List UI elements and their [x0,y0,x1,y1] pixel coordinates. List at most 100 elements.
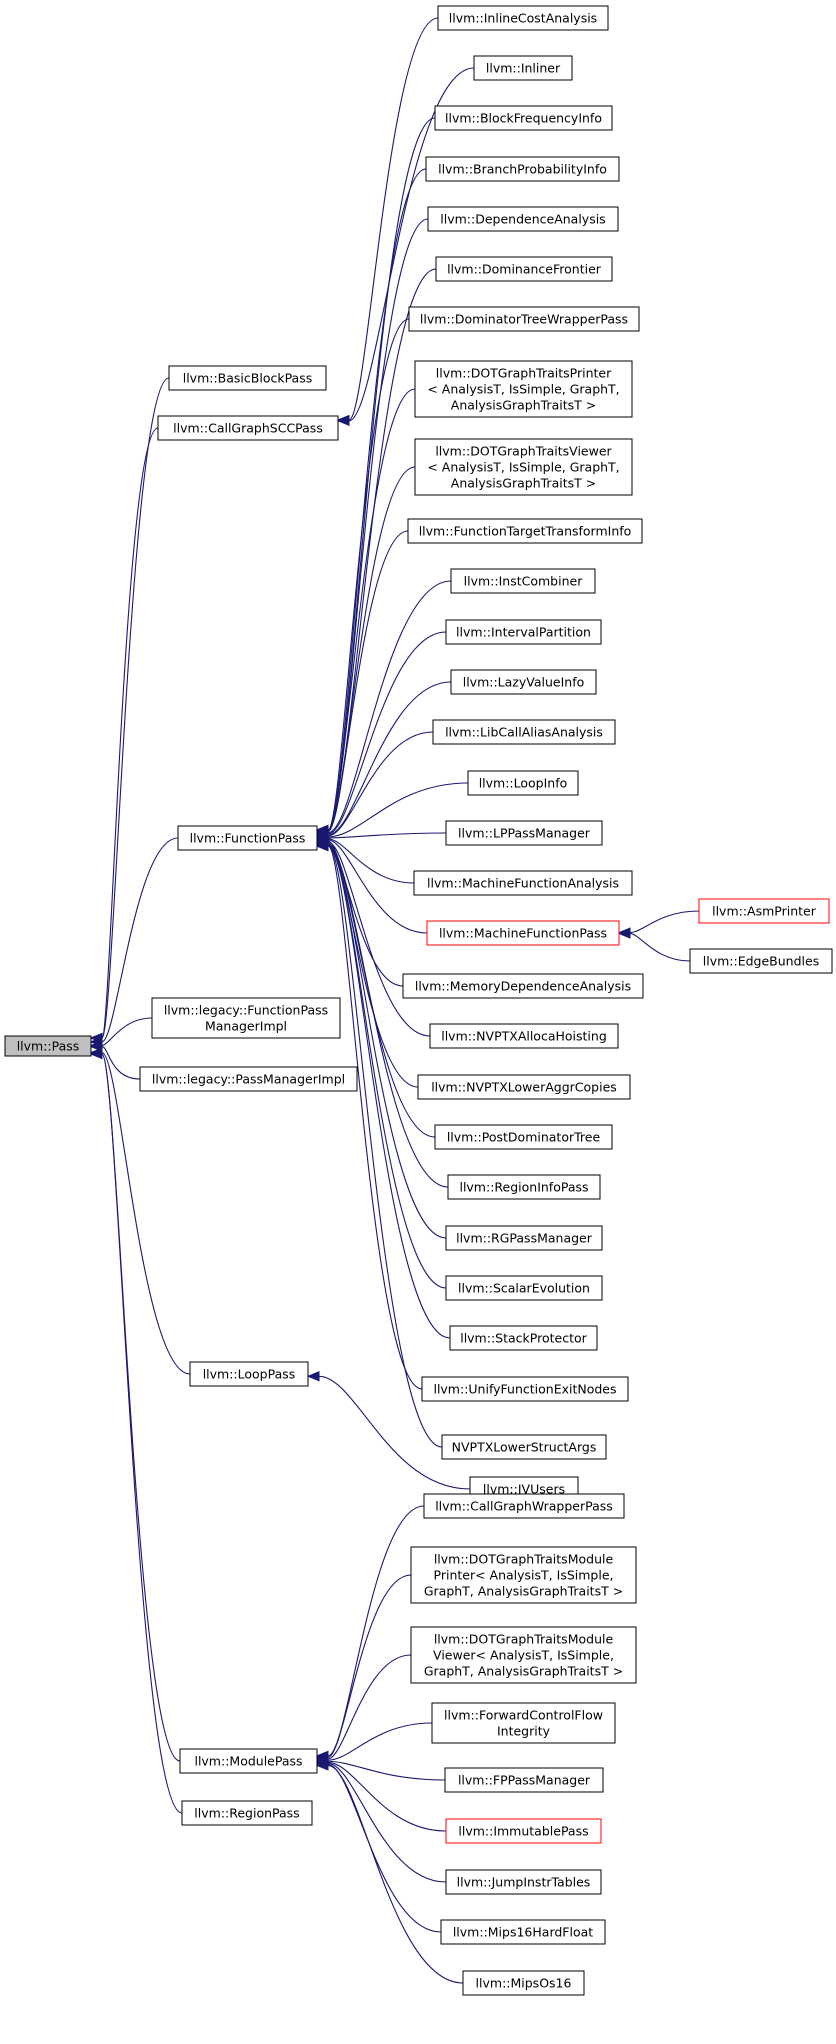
class-node-box [139,1066,358,1092]
class-node-label: llvm::JumpInstrTables [457,1875,591,1890]
inheritance-edge-fppm-to-modulepass [327,1760,446,1781]
inheritance-edge-legacy_pmi-to-pass [101,1046,141,1080]
class-node-label: llvm::ImmutablePass [458,1824,588,1839]
class-node-cgscc[interactable]: llvm::CallGraphSCCPass [157,415,339,441]
inheritance-edge-fti-to-functionpass [327,530,409,833]
class-node-box [402,973,644,999]
inheritance-edge-asmprinter-to-mfpass [629,910,700,934]
class-node-box [698,898,830,924]
class-node-dotprinter[interactable]: llvm::DOTGraphTraitsPrinter< AnalysisT, … [414,360,633,418]
class-node-intervalpartition[interactable]: llvm::IntervalPartition [445,619,602,645]
class-node-domfrontier[interactable]: llvm::DominanceFrontier [435,256,613,282]
class-node-mips16[interactable]: llvm::Mips16HardFloat [440,1919,606,1945]
class-node-modulepass[interactable]: llvm::ModulePass [179,1748,318,1774]
class-node-box [408,306,640,332]
class-node-box [450,568,596,594]
class-node-box [177,825,318,851]
class-node-stackprot[interactable]: llvm::StackProtector [449,1325,598,1351]
inheritance-edge-domtree-to-functionpass [327,318,410,831]
class-node-postdom[interactable]: llvm::PostDominatorTree [434,1124,613,1150]
class-node-label: llvm::Mips16HardFloat [453,1925,593,1940]
class-node-inlinecost[interactable]: llvm::InlineCostAnalysis [437,5,609,31]
inheritance-edge-inliner-to-cgscc [348,67,475,422]
inheritance-edge-libcallalias-to-functionpass [327,731,434,837]
class-node-looppass[interactable]: llvm::LoopPass [189,1361,309,1387]
class-node-legacy_pmi[interactable]: llvm::legacy::PassManagerImpl [139,1066,358,1092]
inheritance-edge-bpi-to-functionpass [327,168,427,831]
class-node-regionpass[interactable]: llvm::RegionPass [181,1800,313,1826]
inheritance-edge-dotprinter-to-functionpass [327,388,416,831]
class-node-label: llvm::LoopPass [203,1367,296,1382]
class-node-lppm[interactable]: llvm::LPPassManager [445,820,603,846]
class-node-label: < AnalysisT, IsSimple, GraphT, [427,460,619,475]
inheritance-edge-memdep-to-functionpass [327,840,404,987]
class-node-rgpm[interactable]: llvm::RGPassManager [445,1225,603,1251]
class-node-box [450,669,597,695]
class-node-label: llvm::RegionPass [194,1806,299,1821]
class-node-cgwrapper[interactable]: llvm::CallGraphWrapperPass [423,1493,625,1519]
class-node-bpi[interactable]: llvm::BranchProbabilityInfo [425,156,620,182]
class-node-libcallalias[interactable]: llvm::LibCallAliasAnalysis [432,719,616,745]
class-node-label: Printer< AnalysisT, IsSimple, [434,1568,614,1583]
class-node-pass[interactable]: llvm::Pass [4,1035,92,1057]
class-node-label: NVPTXLowerStructArgs [452,1440,597,1455]
class-node-mfpass[interactable]: llvm::MachineFunctionPass [426,920,620,946]
class-node-asmprinter[interactable]: llvm::AsmPrinter [698,898,830,924]
class-node-box [410,1546,637,1604]
class-node-label: llvm::FunctionPass [190,831,306,846]
class-node-unifyexit[interactable]: llvm::UnifyFunctionExitNodes [421,1376,629,1402]
class-node-label: llvm::ScalarEvolution [458,1281,590,1296]
inheritance-edge-inlinecost-to-cgscc [348,17,439,421]
class-node-nvptxalloca[interactable]: llvm::NVPTXAllocaHoisting [429,1023,619,1049]
inheritance-edge-mipsos16-to-modulepass [327,1764,464,1984]
inheritance-edge-basicblock-to-pass [101,377,170,1039]
class-node-lazyvalue[interactable]: llvm::LazyValueInfo [450,669,597,695]
class-node-instcombiner[interactable]: llvm::InstCombiner [450,568,596,594]
class-node-box [462,1970,585,1996]
class-node-regioninfo[interactable]: llvm::RegionInfoPass [447,1174,601,1200]
class-node-memdep[interactable]: llvm::MemoryDependenceAnalysis [402,973,644,999]
class-node-fti[interactable]: llvm::FunctionTargetTransformInfo [407,518,643,544]
class-node-loopinfo[interactable]: llvm::LoopInfo [467,770,579,796]
class-node-fppm[interactable]: llvm::FPPassManager [444,1767,604,1793]
class-node-jumpinstr[interactable]: llvm::JumpInstrTables [445,1869,602,1895]
class-node-label: llvm::EdgeBundles [703,954,819,969]
inheritance-arrowhead [336,415,350,427]
class-node-edgebundles[interactable]: llvm::EdgeBundles [689,948,833,974]
class-node-label: llvm::BranchProbabilityInfo [438,162,607,177]
class-node-label: Viewer< AnalysisT, IsSimple, [433,1648,614,1663]
class-node-nvptxstruct[interactable]: NVPTXLowerStructArgs [441,1434,607,1460]
class-nodes: llvm::Pass llvm::BasicBlockPassllvm::Call… [4,5,833,1996]
class-node-label: GraphT, AnalysisGraphTraitsT > [424,1584,623,1599]
class-node-scev[interactable]: llvm::ScalarEvolution [445,1275,603,1301]
class-node-domtree[interactable]: llvm::DominatorTreeWrapperPass [408,306,640,332]
class-node-box [445,820,603,846]
class-node-mipsos16[interactable]: llvm::MipsOs16 [462,1970,585,1996]
inheritance-edge-cgscc-to-pass [101,427,159,1039]
class-node-label: llvm::PostDominatorTree [447,1130,601,1145]
class-node-label: AnalysisGraphTraitsT > [451,476,596,491]
class-node-basicblock[interactable]: llvm::BasicBlockPass [168,365,327,391]
class-node-bfi[interactable]: llvm::BlockFrequencyInfo [434,105,613,131]
inheritance-edges [89,17,700,1984]
class-node-label: Integrity [497,1724,551,1739]
class-node-functionpass[interactable]: llvm::FunctionPass [177,825,318,851]
class-node-mfanalysis[interactable]: llvm::MachineFunctionAnalysis [413,870,633,896]
class-node-label: llvm::IntervalPartition [456,625,591,640]
class-node-depanalysis[interactable]: llvm::DependenceAnalysis [427,206,619,232]
inheritance-edge-instcombiner-to-functionpass [327,580,452,834]
class-node-box [445,1225,603,1251]
class-node-inliner[interactable]: llvm::Inliner [473,55,573,81]
class-node-box [151,997,341,1039]
class-node-dotviewer[interactable]: llvm::DOTGraphTraitsViewer< AnalysisT, I… [414,438,633,496]
class-node-immutable[interactable]: llvm::ImmutablePass [445,1818,602,1844]
inheritance-edge-legacy_fpmi-to-pass [101,1017,153,1046]
class-node-box [410,1626,637,1684]
class-node-box [189,1361,309,1387]
class-node-nvptxaggr[interactable]: llvm::NVPTXLowerAggrCopies [417,1074,631,1100]
class-node-box [467,770,579,796]
